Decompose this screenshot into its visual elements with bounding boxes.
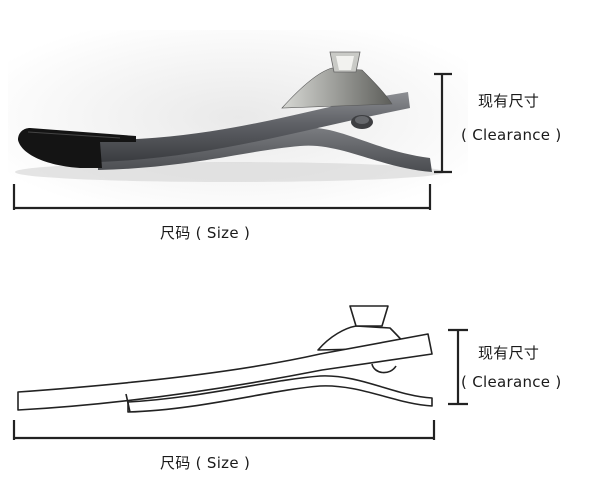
top-height-label-en: ( Clearance )	[461, 126, 562, 144]
clip-rivet-highlight	[355, 116, 369, 124]
top-width-label: 尺码 ( Size )	[160, 224, 251, 242]
bottom-height-label: 现有尺寸	[478, 344, 540, 362]
clip-upper-arm	[100, 92, 410, 162]
outline-rivet	[371, 363, 397, 374]
clip-line-drawing	[17, 305, 433, 413]
top-height-label: 现有尺寸	[478, 92, 540, 110]
outline-lower-arm	[127, 375, 433, 413]
clip-rubber-highlight	[27, 131, 121, 139]
clip-photo	[8, 30, 468, 205]
outline-tip-divider	[125, 393, 131, 413]
top-dimension	[12, 72, 452, 210]
clip-lower-arm	[98, 127, 432, 172]
bottom-dimension	[12, 328, 468, 440]
clip-knob-face	[336, 56, 354, 70]
outline-knob	[349, 305, 389, 327]
bottom-height-label-en: ( Clearance )	[461, 373, 562, 391]
bottom-width-label: 尺码 ( Size )	[160, 454, 251, 472]
outline-upper-arm	[17, 333, 433, 411]
clip-rubber-tip	[18, 128, 136, 168]
